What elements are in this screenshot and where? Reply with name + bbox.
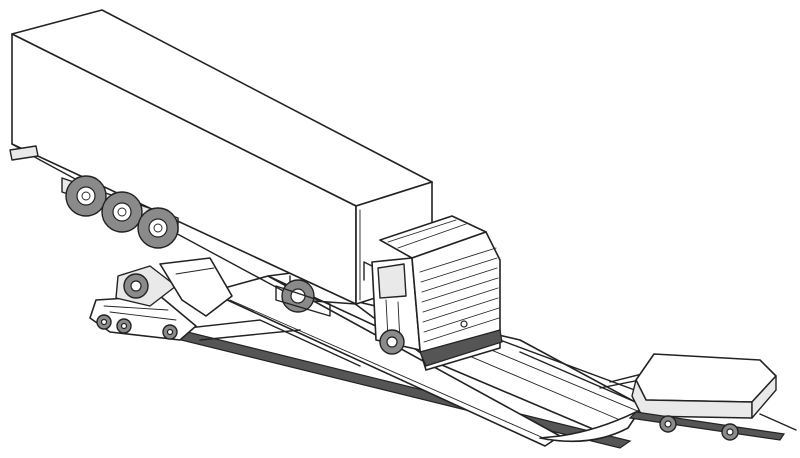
cab-bumper	[419, 329, 503, 367]
tilt-plate	[159, 257, 233, 317]
trailer-bumper	[9, 145, 39, 161]
semi-trailer	[9, 9, 433, 305]
cab-side-window	[377, 263, 407, 299]
platform-top	[635, 353, 777, 403]
trailer-axles	[61, 175, 179, 249]
tractor-cab	[363, 215, 503, 371]
loading-platform	[628, 353, 797, 441]
tractor-rear-wheel	[275, 279, 331, 317]
ramp-lift-unit	[89, 257, 233, 341]
cab-grille	[419, 247, 500, 353]
cab-emblem	[460, 320, 468, 328]
